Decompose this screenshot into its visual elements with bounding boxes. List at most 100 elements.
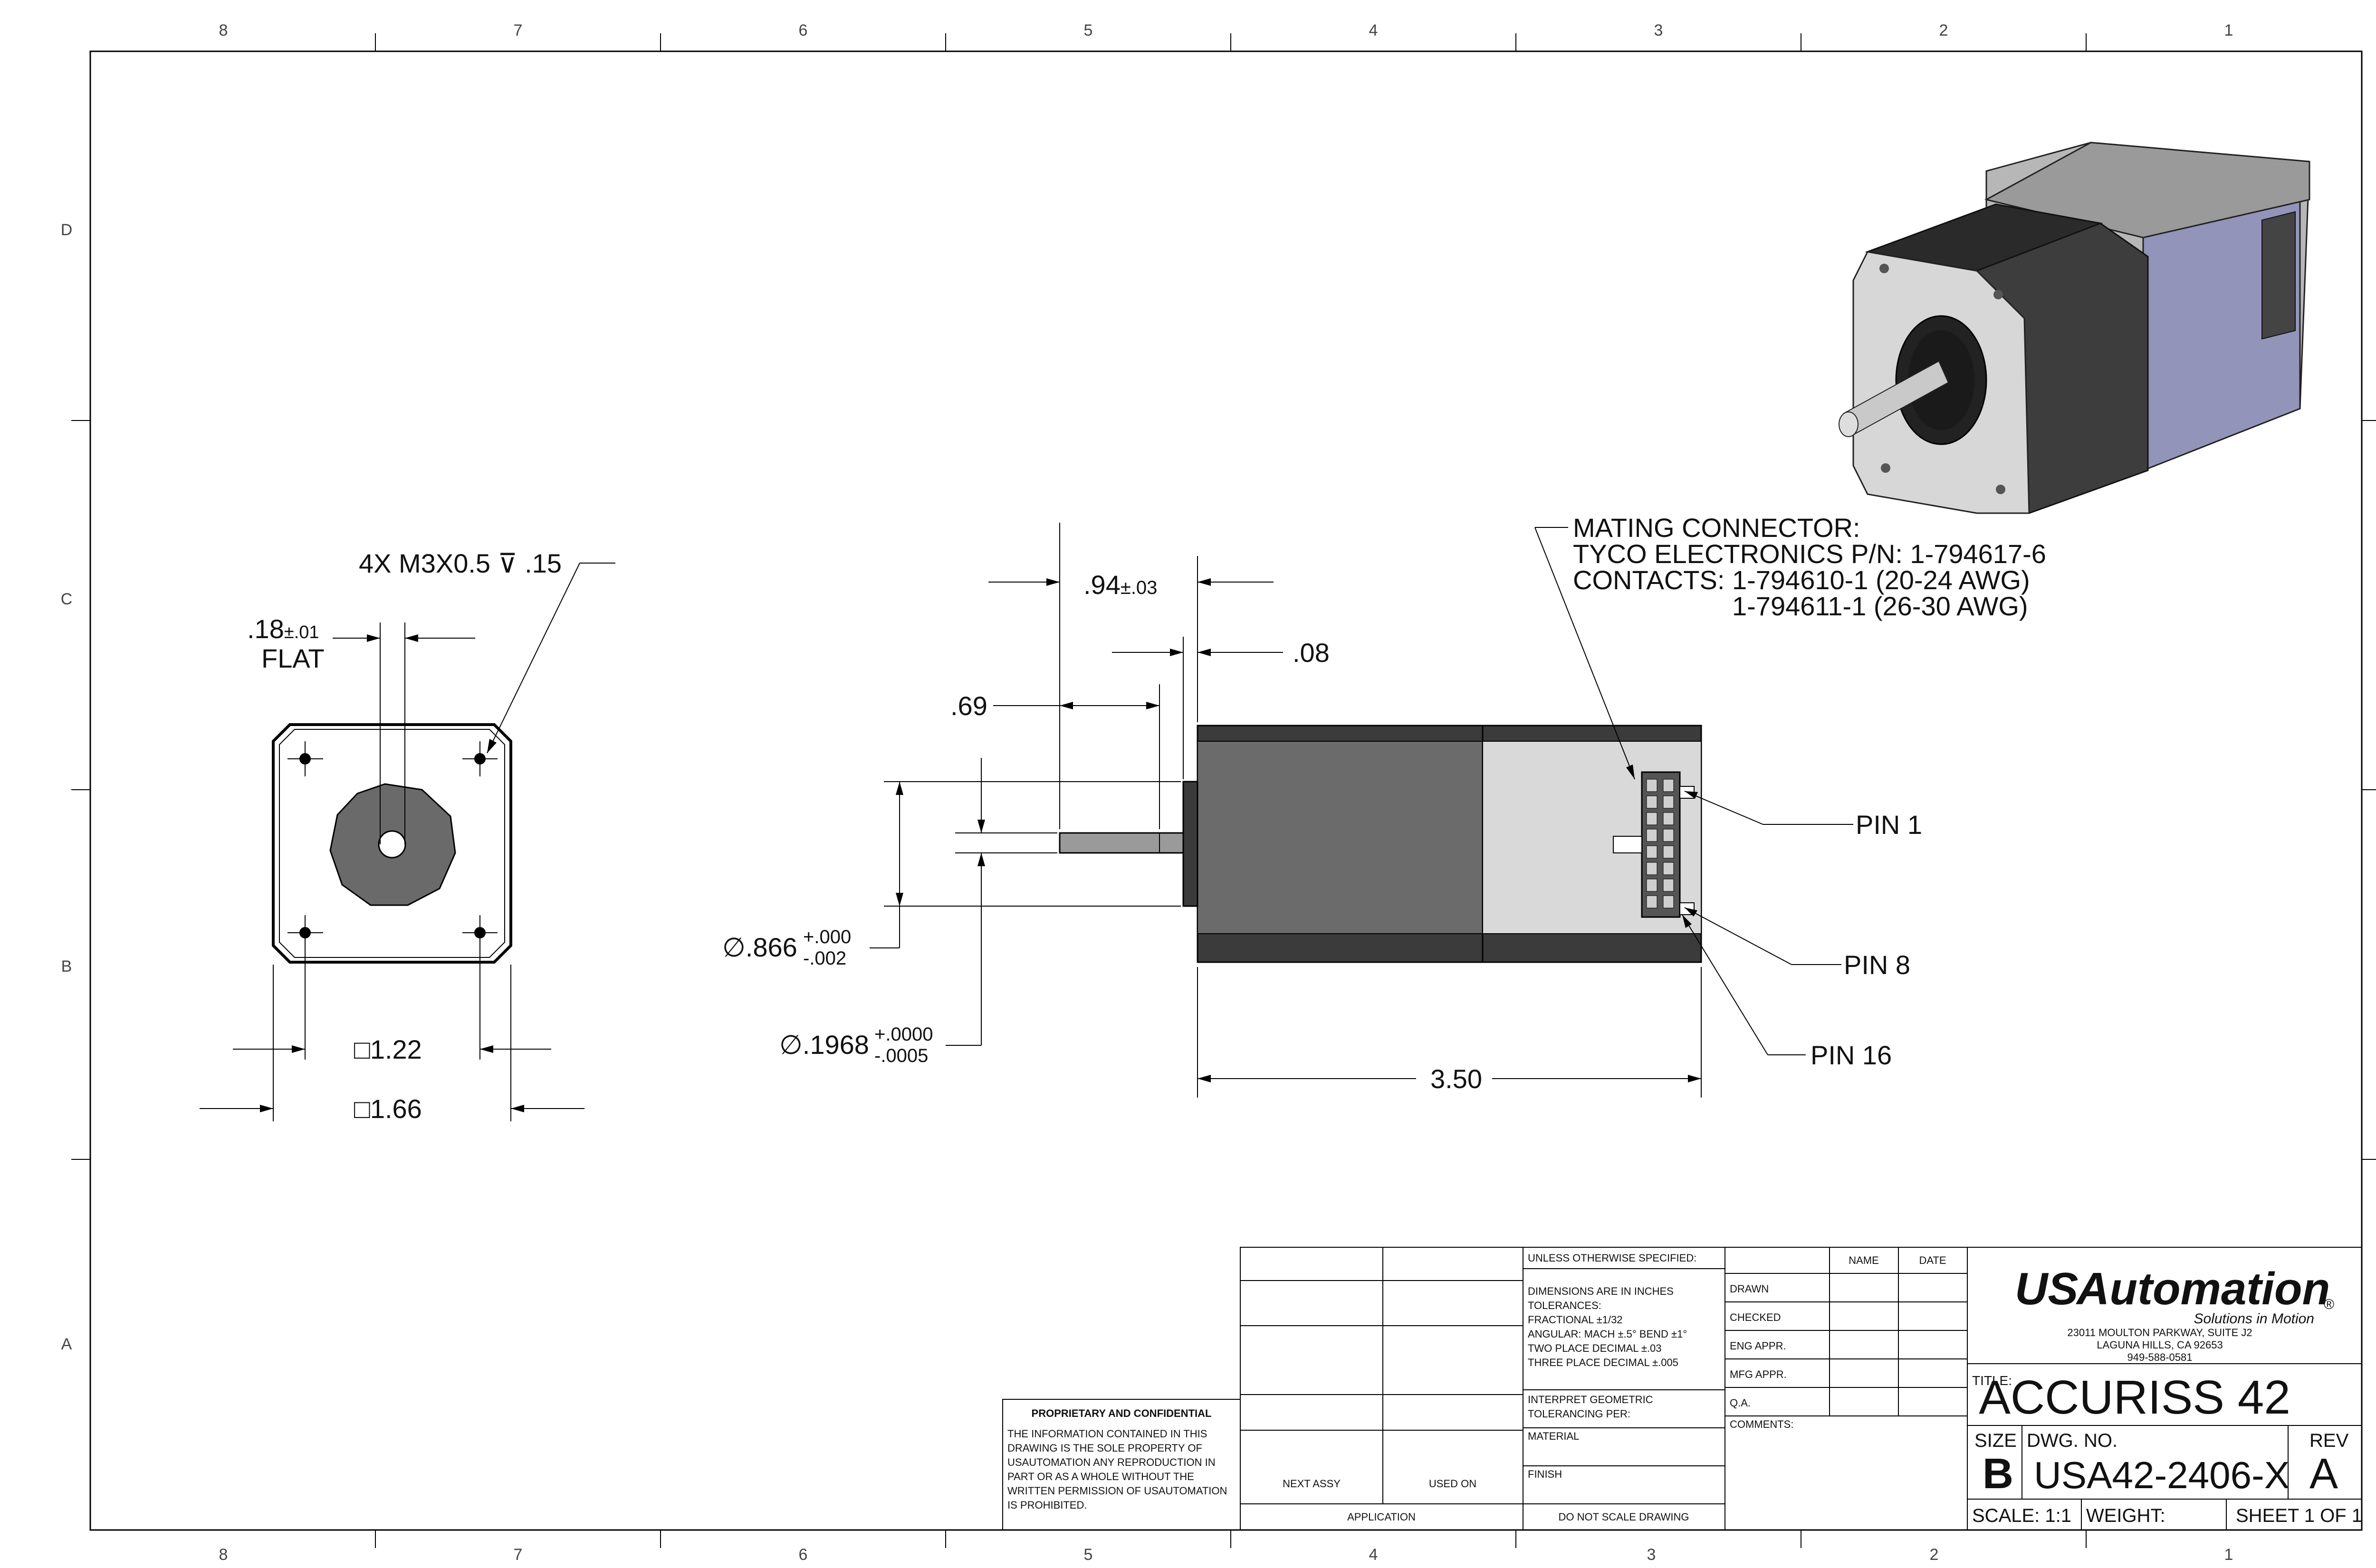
pin-16-label: PIN 16 — [1811, 1040, 1892, 1070]
address-line-3: 949-588-0581 — [2127, 1351, 2192, 1363]
zone-top-7: 7 — [514, 21, 523, 39]
proprietary-line-3: USAUTOMATION ANY REPRODUCTION IN — [1007, 1456, 1216, 1468]
hole-callout: 4X M3X0.5 ⊽ .15 — [359, 548, 562, 578]
isometric-motor-view — [1839, 142, 2310, 514]
connector-leaders — [1534, 527, 1853, 1055]
boss-diameter-dimension: ∅.866 — [722, 932, 797, 962]
tolerance-line-3: FRACTIONAL ±1/32 — [1528, 1314, 1623, 1326]
connector-pins — [1646, 779, 1674, 908]
interpret-line-2: TOLERANCING PER: — [1528, 1408, 1630, 1420]
proprietary-line-5: WRITTEN PERMISSION OF USAUTOMATION — [1007, 1485, 1227, 1497]
zone-labels-top: 8 7 6 5 4 3 2 1 — [219, 21, 2233, 39]
application-label: APPLICATION — [1347, 1511, 1416, 1523]
logo-slogan: Solutions in Motion — [2194, 1311, 2314, 1327]
boss-height-dimension: .08 — [1293, 638, 1330, 668]
zone-top-3: 3 — [1654, 21, 1663, 39]
pin-8-label: PIN 8 — [1844, 950, 1910, 980]
role-qa: Q.A. — [1730, 1397, 1751, 1409]
boss-diameter-tol-lower: -.002 — [803, 948, 846, 969]
logo-us: US — [2015, 1263, 2078, 1314]
logo-registered: ® — [2324, 1297, 2334, 1312]
flat-length-dimension: .69 — [950, 691, 987, 721]
role-checked: CHECKED — [1730, 1311, 1781, 1323]
connector-note-line-2: TYCO ELECTRONICS P/N: 1-794617-6 — [1573, 539, 2046, 569]
mount-holes — [287, 741, 498, 950]
connector-note-line-1: MATING CONNECTOR: — [1573, 513, 1860, 543]
comments-label: COMMENTS: — [1730, 1418, 1793, 1430]
tolerance-line-1: DIMENSIONS ARE IN INCHES — [1528, 1285, 1674, 1297]
shaft-diameter-tol-upper: +.0000 — [874, 1024, 933, 1045]
role-eng-appr: ENG APPR. — [1730, 1340, 1786, 1352]
interpret-line-1: INTERPRET GEOMETRIC — [1528, 1394, 1653, 1405]
zone-bottom-5: 5 — [1084, 1546, 1093, 1564]
drawing-title: ACCURISS 42 — [1979, 1371, 2290, 1424]
zone-bottom-4: 4 — [1369, 1546, 1378, 1564]
tolerance-line-5: TWO PLACE DECIMAL ±.03 — [1528, 1342, 1661, 1354]
size-label: SIZE — [1974, 1430, 2017, 1451]
sheet-label: SHEET 1 OF 1 — [2236, 1505, 2362, 1526]
material-label: MATERIAL — [1528, 1430, 1579, 1442]
zone-bottom-2: 2 — [1930, 1546, 1939, 1564]
shaft-length-dimension: .94±.03 — [1083, 570, 1157, 600]
zone-labels-bottom: 8 7 6 5 4 3 2 1 — [219, 1546, 2233, 1564]
name-header: NAME — [1849, 1254, 1879, 1266]
drawing-size: B — [1983, 1450, 2013, 1498]
zone-bottom-6: 6 — [799, 1546, 808, 1564]
company-logo: US Automation ® — [2015, 1263, 2334, 1314]
title-label: TITLE: — [1972, 1373, 2012, 1388]
rev-label: REV — [2309, 1430, 2349, 1451]
zone-top-1: 1 — [2224, 21, 2233, 39]
drawing-number: USA42-2406-X — [2034, 1454, 2290, 1496]
role-mfg-appr: MFG APPR. — [1730, 1368, 1787, 1380]
proprietary-line-1: THE INFORMATION CONTAINED IN THIS — [1007, 1428, 1207, 1440]
finish-label: FINISH — [1528, 1468, 1562, 1480]
role-drawn: DRAWN — [1730, 1283, 1769, 1295]
zone-top-2: 2 — [1939, 21, 1948, 39]
shaft-diameter-tol-lower: -.0005 — [874, 1045, 928, 1066]
address-line-1: 23011 MOULTON PARKWAY, SUITE J2 — [2067, 1327, 2252, 1339]
flat-label: FLAT — [261, 643, 325, 673]
next-assy-label: NEXT ASSY — [1283, 1478, 1341, 1490]
zone-top-6: 6 — [799, 21, 808, 39]
tolerance-line-4: ANGULAR: MACH ±.5° BEND ±1° — [1528, 1328, 1687, 1340]
proprietary-line-2: DRAWING IS THE SOLE PROPERTY OF — [1007, 1442, 1202, 1454]
boss-diameter-tol-upper: +.000 — [803, 927, 851, 947]
revision: A — [2309, 1450, 2338, 1498]
logo-automation: Automation — [2076, 1263, 2330, 1314]
zone-top-8: 8 — [219, 21, 228, 39]
do-not-scale: DO NOT SCALE DRAWING — [1558, 1511, 1689, 1523]
zone-left-d: D — [61, 221, 73, 239]
connector-note-line-4: 1-794611-1 (26-30 AWG) — [1732, 591, 2028, 621]
zone-labels-side: D C B A D C B A — [61, 221, 73, 1353]
address-line-2: LAGUNA HILLS, CA 92653 — [2097, 1339, 2223, 1351]
side-connector — [1641, 771, 1681, 918]
zone-left-b: B — [61, 957, 72, 975]
tolerance-line-6: THREE PLACE DECIMAL ±.005 — [1528, 1357, 1678, 1368]
pin-1-label: PIN 1 — [1856, 810, 1922, 840]
body-dimension: □1.66 — [354, 1094, 422, 1124]
weight-label: WEIGHT: — [2086, 1505, 2165, 1526]
proprietary-line-6: IS PROHIBITED. — [1007, 1499, 1087, 1511]
zone-top-5: 5 — [1084, 21, 1093, 39]
zone-bottom-1: 1 — [2224, 1546, 2233, 1564]
zone-bottom-3: 3 — [1647, 1546, 1656, 1564]
shaft-diameter-dimension: ∅.1968 — [779, 1030, 869, 1060]
date-header: DATE — [1919, 1254, 1946, 1266]
proprietary-title: PROPRIETARY AND CONFIDENTIAL — [1032, 1407, 1212, 1419]
tolerance-line-2: TOLERANCES: — [1528, 1300, 1601, 1311]
overall-length-mask — [1423, 1060, 1485, 1095]
zone-left-c: C — [61, 590, 73, 608]
scale-label: SCALE: 1:1 — [1972, 1505, 2071, 1526]
flat-dimension: .18±.01 — [247, 614, 319, 644]
dwg-no-label: DWG. NO. — [2027, 1430, 2117, 1451]
used-on-label: USED ON — [1429, 1478, 1476, 1490]
title-block-lines — [1002, 1247, 2362, 1530]
zone-top-4: 4 — [1369, 21, 1378, 39]
zone-left-a: A — [61, 1335, 72, 1353]
overall-length-dimension: 3.50 — [1430, 1064, 1482, 1094]
unless-specified: UNLESS OTHERWISE SPECIFIED: — [1528, 1252, 1696, 1264]
connector-note-line-3: CONTACTS: 1-794610-1 (20-24 AWG) — [1573, 565, 2030, 595]
zone-bottom-8: 8 — [219, 1546, 228, 1564]
front-view — [200, 563, 615, 1121]
